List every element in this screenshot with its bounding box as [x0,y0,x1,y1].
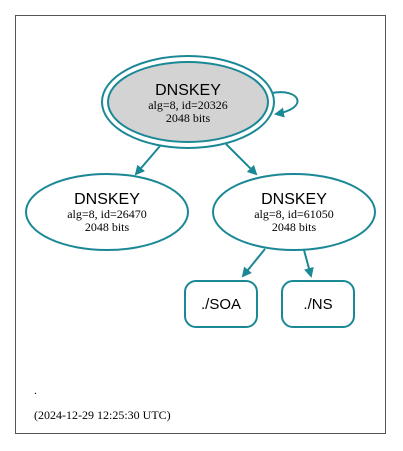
node-title: DNSKEY [155,82,221,99]
node-algorithm: alg=8, id=26470 [67,207,147,221]
rrset-node-ns[interactable]: ./NS [281,280,355,328]
rrset-node-soa[interactable]: ./SOA [184,280,258,328]
node-algorithm: alg=8, id=20326 [148,98,228,112]
dnskey-node-20326[interactable]: DNSKEY alg=8, id=20326 2048 bits [101,55,275,149]
node-title: DNSKEY [261,191,327,208]
node-ellipse [25,173,189,251]
edge-ksk-to-left [134,145,161,176]
edge-right-to-ns [303,249,314,278]
edge-right-to-soa [241,248,266,278]
rrset-label: ./NS [303,296,332,313]
rrset-box [184,280,258,328]
dnskey-node-26470[interactable]: DNSKEY alg=8, id=26470 2048 bits [25,173,189,251]
zone-name: . [34,383,37,397]
node-key-size: 2048 bits [166,111,211,125]
node-key-size: 2048 bits [272,220,317,234]
node-algorithm: alg=8, id=61050 [254,207,334,221]
diagram-frame [15,15,386,434]
trust-anchor-inner-ellipse [107,61,269,143]
trust-anchor-outer-ring [101,55,275,149]
edge-ksk-self-loop [271,91,299,118]
node-key-size: 2048 bits [85,220,130,234]
edge-ksk-to-right [225,143,258,176]
rrset-label: ./SOA [201,296,241,313]
dnskey-node-61050[interactable]: DNSKEY alg=8, id=61050 2048 bits [212,173,376,251]
node-title: DNSKEY [74,191,140,208]
node-ellipse [212,173,376,251]
rrset-box [281,280,355,328]
analysis-timestamp: (2024-12-29 12:25:30 UTC) [34,408,171,422]
